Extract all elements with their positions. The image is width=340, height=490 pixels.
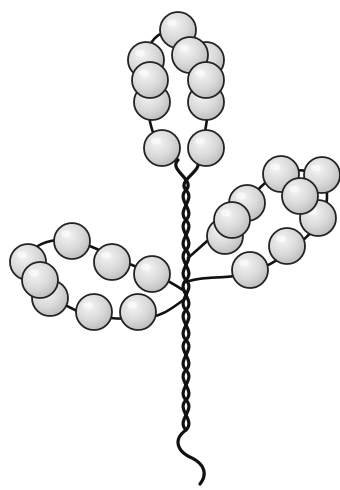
left-loop-bead-3 [94,244,130,280]
bead-highlight [127,302,137,309]
bead-highlight [101,252,111,259]
stem-tail [178,430,204,484]
bead-highlight [61,231,71,238]
bead-highlight [167,20,177,27]
bead-highlight [276,236,286,243]
bead-highlight [311,165,321,172]
top-loop-bead-9 [132,62,168,98]
right-loop-bead-7 [232,252,268,288]
bead-highlight [83,302,93,309]
right-loop-bead-9 [214,202,250,238]
bead-highlight [179,45,189,52]
bead-highlight [135,50,145,57]
left-loop-bead-8 [22,262,58,298]
bead-body [132,62,168,98]
bead-highlight [141,264,151,271]
bead-highlight [270,164,280,171]
bead-body [232,252,268,288]
bead-highlight [139,70,149,77]
bead-body [22,262,58,298]
bead-highlight [17,252,27,259]
bead-highlight [195,70,205,77]
bead-body [94,244,130,280]
right-loop-bead-8 [282,178,318,214]
bead-body [214,202,250,238]
bead-highlight [221,210,231,217]
bead-body [188,62,224,98]
bead-highlight [239,260,249,267]
left-loop-bead-7 [120,294,156,330]
twisted-stem [176,160,204,484]
left-loop-bead-6 [76,294,112,330]
bead-highlight [151,138,161,145]
bead-body [76,294,112,330]
bead-body [54,223,90,259]
top-loop-bead-7 [188,130,224,166]
bead-body [282,178,318,214]
bead-body [188,130,224,166]
bead-body [144,130,180,166]
left-loop-bead-1 [54,223,90,259]
beads [10,12,340,330]
left-loop-bead-4 [134,256,170,292]
top-loop-bead-6 [144,130,180,166]
bead-highlight [195,138,205,145]
bead-body [120,294,156,330]
bead-body [134,256,170,292]
bead-highlight [289,186,299,193]
bead-body [269,228,305,264]
right-loop-bead-6 [269,228,305,264]
bead-highlight [236,193,246,200]
top-loop-bead-10 [188,62,224,98]
bead-highlight [29,270,39,277]
